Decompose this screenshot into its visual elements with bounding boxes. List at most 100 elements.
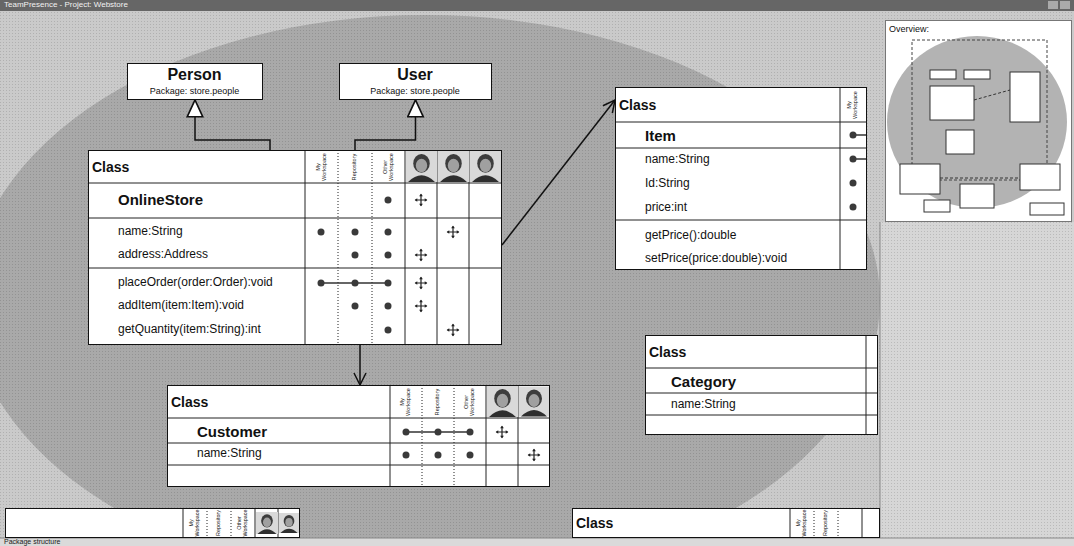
column-line (405, 150, 406, 345)
column-line (790, 508, 791, 538)
member-text: price:int (645, 199, 835, 216)
presence-dot (435, 429, 442, 436)
column-header: Other Workspace (373, 152, 403, 183)
overview-box (930, 70, 956, 79)
user-avatar (406, 151, 437, 182)
column-header: Repository (423, 387, 453, 418)
row-line (615, 148, 867, 149)
row-line (167, 443, 550, 444)
overview-box (1020, 164, 1060, 190)
overview-box (946, 130, 974, 154)
presence-dot (467, 429, 474, 436)
column-header: Other Workspace (455, 387, 485, 418)
column-line (207, 508, 208, 538)
status-text: Package structure (4, 538, 60, 546)
presence-dot (850, 180, 857, 187)
column-line (814, 508, 815, 538)
presence-dot (385, 327, 392, 334)
overview-link (940, 178, 1020, 179)
generalization-arrow (195, 100, 270, 150)
presence-dot (352, 252, 359, 259)
class-name: Item (645, 125, 835, 146)
column-header: My Workspace (391, 387, 421, 418)
box-fill (88, 150, 502, 345)
member-text: setPrice(price:double):void (645, 250, 835, 267)
edit-marker (447, 226, 460, 239)
column-line (305, 150, 306, 345)
user-avatar (470, 151, 501, 182)
presence-dot (850, 204, 857, 211)
member-text: getQuantity(item:String):int (118, 321, 303, 339)
column-line (372, 150, 373, 345)
column-header: Repository (340, 152, 370, 183)
overview-box (924, 200, 950, 212)
class-name: OnlineStore (118, 189, 303, 211)
presence-dot (352, 280, 359, 287)
association-arrow (359, 345, 361, 385)
presence-dot (403, 452, 410, 459)
class-table: ClassMy WorkspaceRepositoryOther Workspa… (167, 385, 550, 487)
member-text: address:Address (118, 246, 303, 264)
column-line (422, 385, 423, 487)
column-line (255, 508, 256, 538)
column-header: Repository (208, 509, 230, 537)
column-line (862, 508, 863, 538)
overview-region (887, 36, 1067, 208)
presence-dot (850, 156, 857, 163)
presence-dot (352, 229, 359, 236)
user-avatar (279, 513, 299, 533)
overview-viewport (912, 40, 1047, 180)
edit-marker (415, 300, 428, 313)
member-text: name:String (645, 151, 835, 168)
class-name: Customer (197, 422, 382, 442)
box-fill (572, 508, 880, 538)
user-avatar (256, 512, 278, 534)
overview-link (974, 90, 1010, 100)
column-line (338, 150, 339, 345)
row-line (88, 183, 502, 184)
class-name: Class (649, 343, 769, 361)
member-text: addItem(item:Item):void (118, 297, 303, 315)
column-line (486, 385, 487, 487)
overview-box (900, 164, 940, 194)
member-text: name:String (118, 223, 303, 241)
class-name: User (340, 66, 490, 85)
box-fill (885, 20, 1072, 222)
member-text: name:String (197, 445, 382, 463)
class-table: ClassMy WorkspaceItemname:StringId:Strin… (615, 87, 867, 270)
overview-box (960, 184, 994, 208)
edit-marker (415, 194, 428, 207)
row-line (615, 220, 867, 221)
window-button (1060, 1, 1070, 9)
edit-marker (496, 426, 509, 439)
edit-marker (447, 324, 460, 337)
edit-marker (415, 249, 428, 262)
column-header: My Workspace (840, 90, 864, 121)
presence-dot (318, 229, 325, 236)
panel-divider (880, 222, 881, 538)
row-line (167, 418, 550, 419)
class-name: Class (619, 96, 739, 114)
edit-marker (528, 449, 541, 462)
column-line (838, 508, 839, 538)
status-bar (0, 538, 1074, 546)
overview-box (930, 86, 974, 120)
row-line (645, 415, 878, 416)
member-text: Overview: (889, 23, 989, 35)
class-name: Category (671, 372, 856, 392)
column-line (840, 87, 841, 270)
column-line (866, 335, 867, 435)
box-fill (167, 385, 550, 487)
member-text: getPrice():double (645, 227, 835, 244)
column-line (390, 385, 391, 487)
presence-dot (385, 303, 392, 310)
column-header: My Workspace (184, 509, 206, 537)
member-text: Package: store.people (128, 85, 261, 97)
window-title: TeamPresence - Project: Webstore (4, 1, 128, 10)
column-header: Other Workspace (232, 509, 254, 537)
row-line (167, 465, 550, 466)
